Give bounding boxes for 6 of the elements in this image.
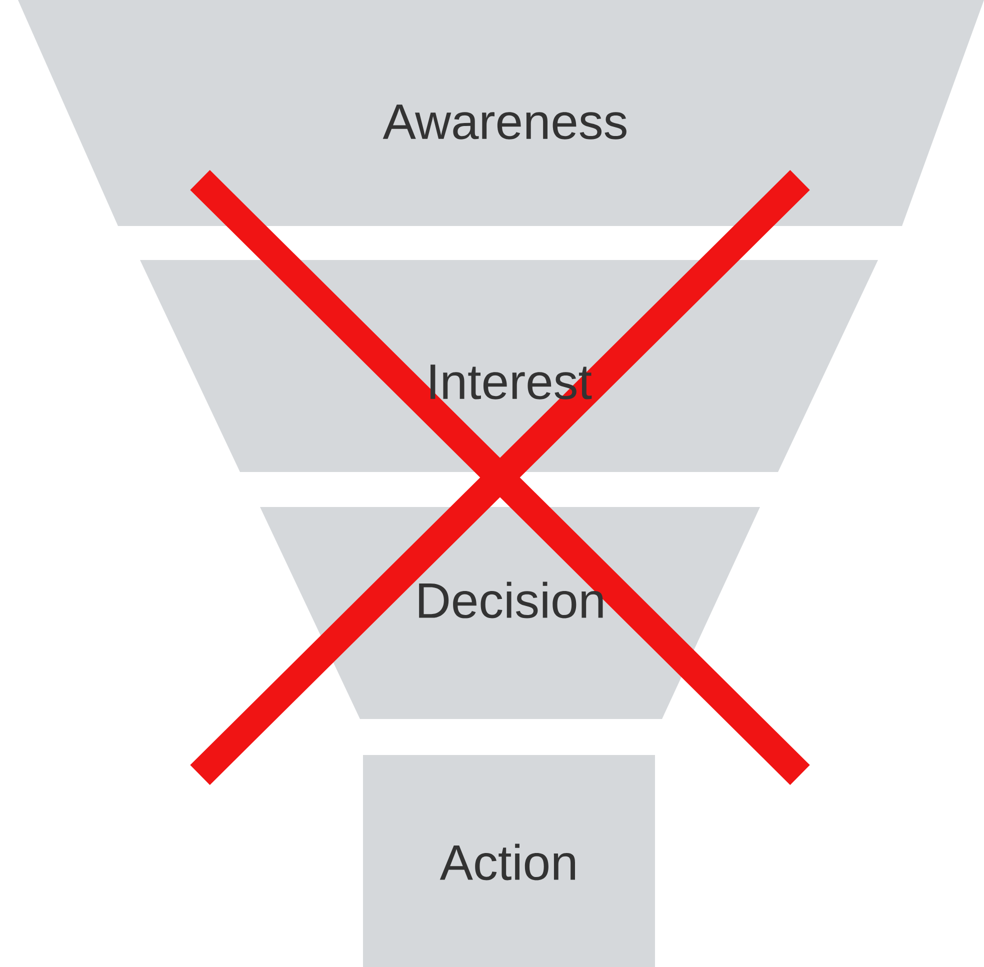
band-label: Decision: [419, 582, 603, 618]
funnel-band: [140, 260, 878, 472]
band-label: Action: [440, 844, 575, 880]
funnel-band: [363, 755, 655, 967]
band-label: Awareness: [382, 104, 626, 140]
funnel-band: [260, 507, 760, 719]
